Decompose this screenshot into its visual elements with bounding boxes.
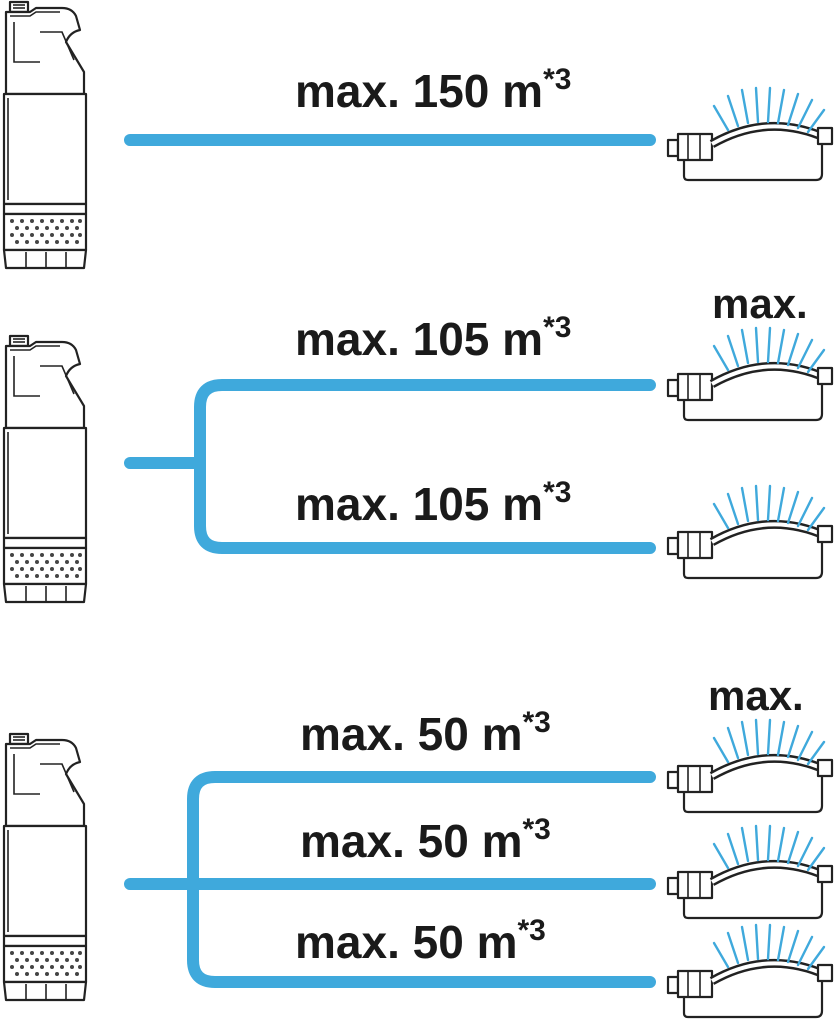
footnote-marker: *3 <box>517 914 545 947</box>
footnote-marker: *3 <box>543 63 571 96</box>
oscillating-sprinkler-icon <box>668 486 832 578</box>
setup-two-sprinklers: max. 105 m*3 max. 105 m*3 max. <box>2 280 832 604</box>
footnote-marker: *3 <box>522 813 550 846</box>
setup-one-sprinkler: max. 150 m*3 <box>2 0 832 270</box>
submersible-pump-icon <box>2 0 88 270</box>
hose-length-label: max. 105 m*3 <box>295 476 571 530</box>
hose-branch <box>194 379 656 554</box>
max-badge: max. <box>712 280 808 327</box>
submersible-pump-icon <box>2 334 88 604</box>
oscillating-sprinkler-icon <box>668 328 832 420</box>
hose-length-label: max. 50 m*3 <box>300 706 551 760</box>
oscillating-sprinkler-icon <box>668 925 832 1017</box>
footnote-marker: *3 <box>543 476 571 509</box>
oscillating-sprinkler-icon <box>668 826 832 918</box>
hose-length-label: max. 50 m*3 <box>295 914 546 968</box>
hose-length-label: max. 50 m*3 <box>300 813 551 867</box>
footnote-marker: *3 <box>543 311 571 344</box>
hose-length-label: max. 150 m*3 <box>295 63 571 117</box>
submersible-pump-icon <box>2 732 88 1002</box>
oscillating-sprinkler-icon <box>668 88 832 180</box>
hose-length-label: max. 105 m*3 <box>295 311 571 365</box>
setup-three-sprinklers: max. 50 m*3 max. 50 m*3 max. 50 m*3 max. <box>2 672 832 1017</box>
oscillating-sprinkler-icon <box>668 720 832 812</box>
max-badge: max. <box>708 672 804 719</box>
footnote-marker: *3 <box>522 706 550 739</box>
hose-branch <box>187 771 656 988</box>
